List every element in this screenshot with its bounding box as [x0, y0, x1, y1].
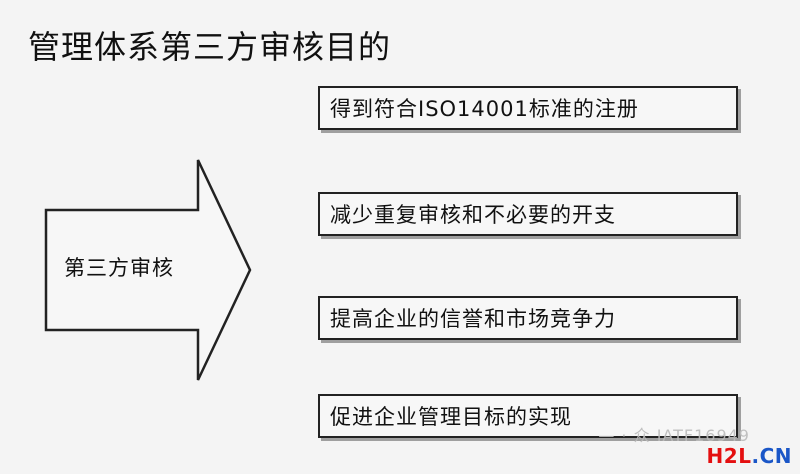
purpose-text: 减少重复审核和不必要的开支: [330, 203, 616, 227]
purpose-text: 提高企业的信誉和市场竞争力: [330, 307, 616, 331]
watermark-text: — · 众 IATF16949: [598, 426, 750, 445]
page-title: 管理体系第三方审核目的: [28, 28, 392, 66]
purpose-box: 得到符合ISO14001标准的注册: [318, 86, 738, 130]
purpose-box: 减少重复审核和不必要的开支: [318, 192, 738, 236]
site-logo: H2L.CN: [706, 444, 792, 468]
right-arrow-shape: [44, 159, 252, 381]
purpose-text: 促进企业管理目标的实现: [330, 405, 572, 429]
purpose-box: 促进企业管理目标的实现: [318, 394, 738, 438]
arrow-label: 第三方审核: [64, 256, 174, 280]
purpose-box: 提高企业的信誉和市场竞争力: [318, 296, 738, 340]
purpose-text: 得到符合ISO14001标准的注册: [330, 97, 639, 121]
